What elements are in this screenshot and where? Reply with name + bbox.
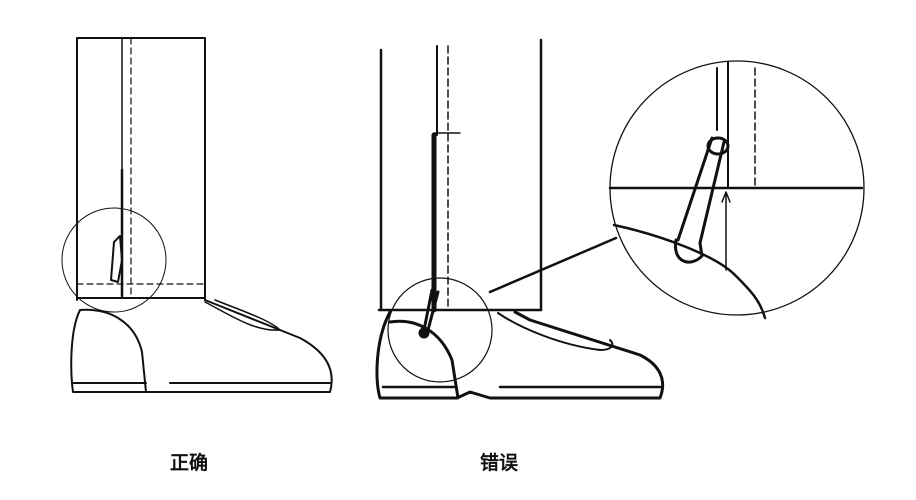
wrong-figure — [375, 38, 865, 400]
shoe-correct — [70, 299, 333, 393]
shoe-wrong — [375, 310, 665, 400]
label-wrong: 错误 — [480, 452, 519, 474]
shoe-tongue-correct — [204, 299, 281, 331]
magnified-seam — [716, 61, 729, 189]
shoe-tongue-wrong — [497, 312, 614, 351]
detail-circle-correct — [61, 207, 167, 313]
magnified-zipper-pull — [676, 136, 726, 245]
zipper-pull-wrong — [422, 288, 440, 332]
magnified-arrow — [721, 191, 731, 271]
connector-line — [488, 236, 618, 294]
zipper-pull-correct — [110, 235, 123, 283]
detail-circle-wrong — [387, 277, 493, 383]
magnified-pull-loop — [673, 238, 704, 264]
correct-figure — [61, 37, 333, 393]
trouser-leg-wrong — [379, 38, 543, 312]
magnified-pull-top — [706, 136, 730, 156]
magnified-view — [608, 60, 865, 320]
magnified-shoe-edge — [612, 223, 767, 320]
trouser-leg-correct — [76, 37, 206, 301]
label-correct: 正确 — [170, 452, 209, 474]
